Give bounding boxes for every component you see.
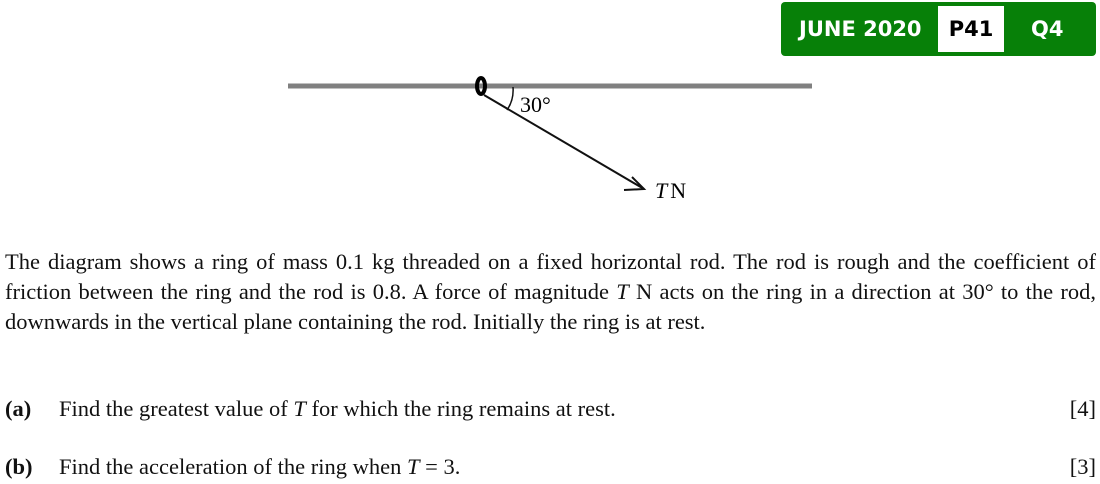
- part-b-label: (b): [5, 454, 33, 479]
- question-stem: The diagram shows a ring of mass 0.1 kg …: [5, 249, 1096, 334]
- question-badge: JUNE 2020 P41 Q4: [781, 2, 1096, 56]
- part-a-marks: [4]: [1069, 396, 1096, 421]
- part-a-text: Find the greatest value of T for which t…: [59, 396, 616, 421]
- part-a-label: (a): [5, 396, 32, 421]
- angle-label: 30°: [520, 92, 551, 117]
- force-arrow: [483, 94, 645, 190]
- badge-session: JUNE 2020: [799, 17, 922, 41]
- part-b-text: Find the acceleration of the ring when T…: [59, 454, 461, 479]
- part-b-marks: [3]: [1069, 454, 1096, 479]
- arrow-head-icon: [623, 176, 647, 191]
- angle-arc: [506, 86, 514, 111]
- part-a: (a) Find the greatest value of T for whic…: [5, 396, 1096, 422]
- badge-paper: P41: [938, 6, 1004, 52]
- ring: [475, 76, 487, 96]
- badge-question: Q4: [1031, 17, 1064, 41]
- part-b: (b) Find the acceleration of the ring whe…: [5, 454, 1096, 480]
